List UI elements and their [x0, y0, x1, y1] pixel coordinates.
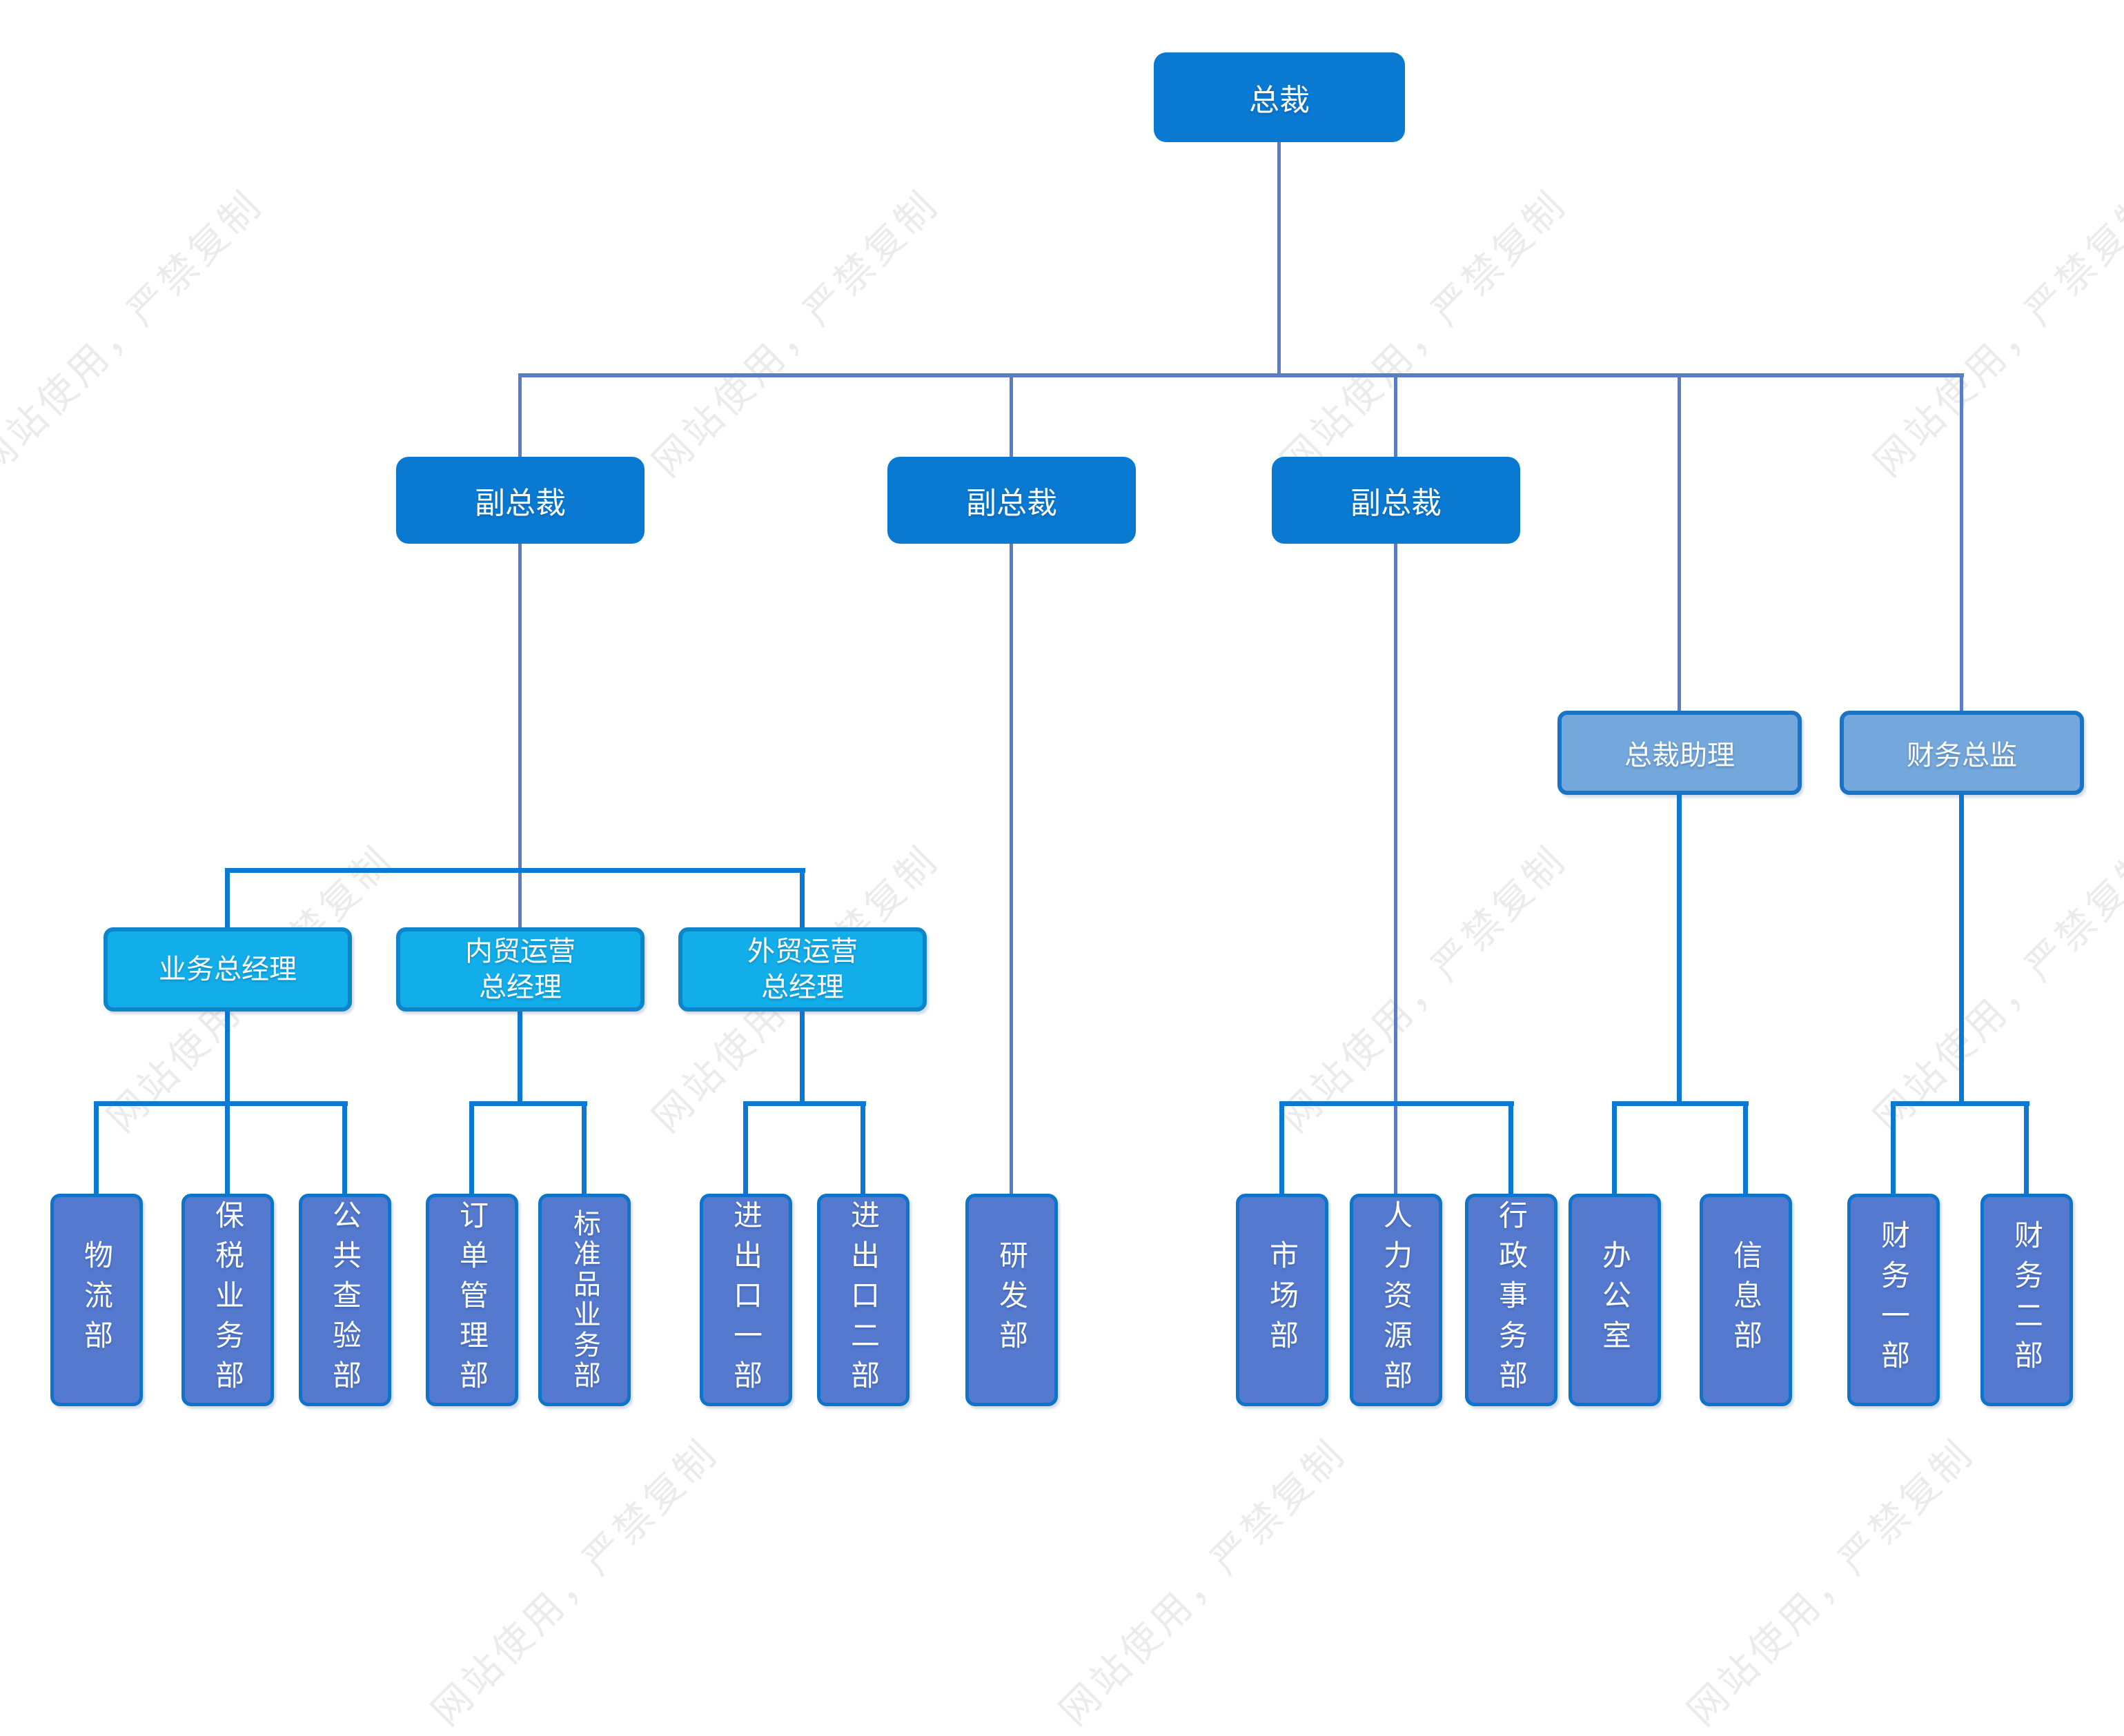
node-gm-foreign-trade-ops[interactable]: 外贸运营 总经理	[678, 927, 927, 1012]
connector-line	[518, 1010, 522, 1104]
dept-order-management[interactable]: 订单管理部	[426, 1194, 518, 1406]
connector-line	[743, 1104, 748, 1194]
dept-label: 市场部	[1266, 1240, 1299, 1360]
node-gm-domestic-trade-ops[interactable]: 内贸运营 总经理	[396, 927, 645, 1012]
watermark-text: 网站使用，严禁复制	[1272, 837, 1575, 1141]
dept-admin-affairs[interactable]: 行政事务部	[1465, 1194, 1557, 1406]
node-vice-president-2[interactable]: 副总裁	[887, 457, 1136, 544]
watermark-text: 网站使用，严禁复制	[1865, 181, 2124, 485]
node-vice-president-1[interactable]: 副总裁	[396, 457, 645, 544]
dept-hr[interactable]: 人力资源部	[1350, 1194, 1442, 1406]
node-label-line1: 业务总经理	[159, 954, 297, 985]
dept-label: 办公室	[1598, 1240, 1631, 1360]
connector-line	[1891, 1104, 1896, 1194]
dept-office[interactable]: 办公室	[1569, 1194, 1661, 1406]
connector-line	[1678, 375, 1681, 711]
node-president[interactable]: 总裁	[1154, 52, 1405, 142]
dept-label: 信息部	[1729, 1240, 1762, 1360]
dept-standard-products[interactable]: 标准品业务部	[538, 1194, 631, 1406]
node-label-line1: 内贸运营	[465, 936, 576, 967]
connector-line	[800, 1010, 805, 1104]
dept-label: 订单管理部	[455, 1200, 489, 1400]
connector-line	[1010, 544, 1013, 1194]
node-president-assistant[interactable]: 总裁助理	[1557, 711, 1802, 795]
connector-line	[1677, 793, 1682, 1104]
watermark-text: 网站使用，严禁复制	[423, 1430, 727, 1734]
dept-bonded-business[interactable]: 保税业务部	[181, 1194, 274, 1406]
node-label: 总裁助理	[1624, 740, 1735, 771]
connector-line	[1010, 375, 1013, 457]
dept-finance-2[interactable]: 财务二部	[1980, 1194, 2073, 1406]
node-label: 副总裁	[1350, 486, 1442, 520]
connector-line	[518, 375, 522, 457]
connector-line	[518, 544, 522, 927]
connector-line	[1394, 544, 1397, 1194]
dept-label: 行政事务部	[1495, 1200, 1528, 1400]
watermark-text: 网站使用，严禁复制	[644, 181, 947, 485]
dept-label: 人力资源部	[1379, 1200, 1413, 1400]
connector-line	[94, 1104, 99, 1194]
dept-finance-1[interactable]: 财务一部	[1847, 1194, 1940, 1406]
connector-line	[225, 871, 230, 927]
dept-marketing[interactable]: 市场部	[1236, 1194, 1328, 1406]
connector-line	[518, 373, 1964, 377]
connector-line	[861, 1104, 865, 1194]
dept-label: 保税业务部	[211, 1200, 244, 1400]
connector-line	[225, 1104, 230, 1194]
connector-line	[469, 1104, 474, 1194]
connector-line	[2024, 1104, 2029, 1194]
watermark-text: 网站使用，严禁复制	[1051, 1430, 1355, 1734]
connector-line	[1508, 1104, 1513, 1194]
connector-line	[743, 1101, 866, 1106]
connector-line	[225, 1010, 230, 1104]
dept-label: 财务二部	[2010, 1220, 2043, 1380]
dept-public-inspection[interactable]: 公共查验部	[299, 1194, 391, 1406]
dept-label: 标准品业务部	[569, 1209, 600, 1391]
dept-import-export-1[interactable]: 进出口一部	[700, 1194, 792, 1406]
dept-import-export-2[interactable]: 进出口二部	[817, 1194, 909, 1406]
connector-line	[1277, 142, 1281, 375]
dept-label: 进出口二部	[847, 1200, 880, 1400]
node-label: 总裁	[1249, 83, 1310, 117]
connector-line	[1279, 1104, 1284, 1194]
dept-information[interactable]: 信息部	[1700, 1194, 1792, 1406]
connector-line	[582, 1104, 587, 1194]
watermark-text: 网站使用，严禁复制	[1865, 837, 2124, 1141]
watermark-text: 网站使用，严禁复制	[0, 181, 271, 485]
node-label: 副总裁	[475, 486, 566, 520]
node-label-line1: 外贸运营	[747, 936, 858, 967]
node-label: 财务总监	[1907, 740, 2017, 771]
dept-label: 公共查验部	[328, 1200, 362, 1400]
connector-line	[1743, 1104, 1748, 1194]
connector-line	[800, 871, 805, 927]
dept-rnd[interactable]: 研发部	[965, 1194, 1058, 1406]
connector-line	[94, 1101, 348, 1106]
connector-line	[1959, 793, 1964, 1104]
dept-label: 研发部	[995, 1240, 1028, 1360]
dept-label: 进出口一部	[729, 1200, 763, 1400]
connector-line	[1612, 1104, 1617, 1194]
connector-line	[469, 1101, 587, 1106]
connector-line	[225, 868, 805, 873]
node-gm-business[interactable]: 业务总经理	[104, 927, 352, 1012]
dept-label: 财务一部	[1877, 1220, 1910, 1380]
node-label-line2: 总经理	[479, 972, 562, 1003]
connector-line	[1960, 375, 1963, 711]
dept-label: 物流部	[80, 1240, 113, 1360]
connector-line	[342, 1104, 347, 1194]
connector-line	[1279, 1101, 1514, 1106]
connector-line	[1612, 1101, 1749, 1106]
watermark-text: 网站使用，严禁复制	[1679, 1430, 1983, 1734]
node-vice-president-3[interactable]: 副总裁	[1272, 457, 1520, 544]
connector-line	[1891, 1101, 2029, 1106]
watermark-text: 网站使用，严禁复制	[1272, 181, 1575, 485]
node-label: 副总裁	[966, 486, 1057, 520]
node-label-line2: 总经理	[761, 972, 844, 1003]
connector-line	[1394, 375, 1397, 457]
node-finance-director[interactable]: 财务总监	[1840, 711, 2084, 795]
dept-logistics[interactable]: 物流部	[50, 1194, 143, 1406]
